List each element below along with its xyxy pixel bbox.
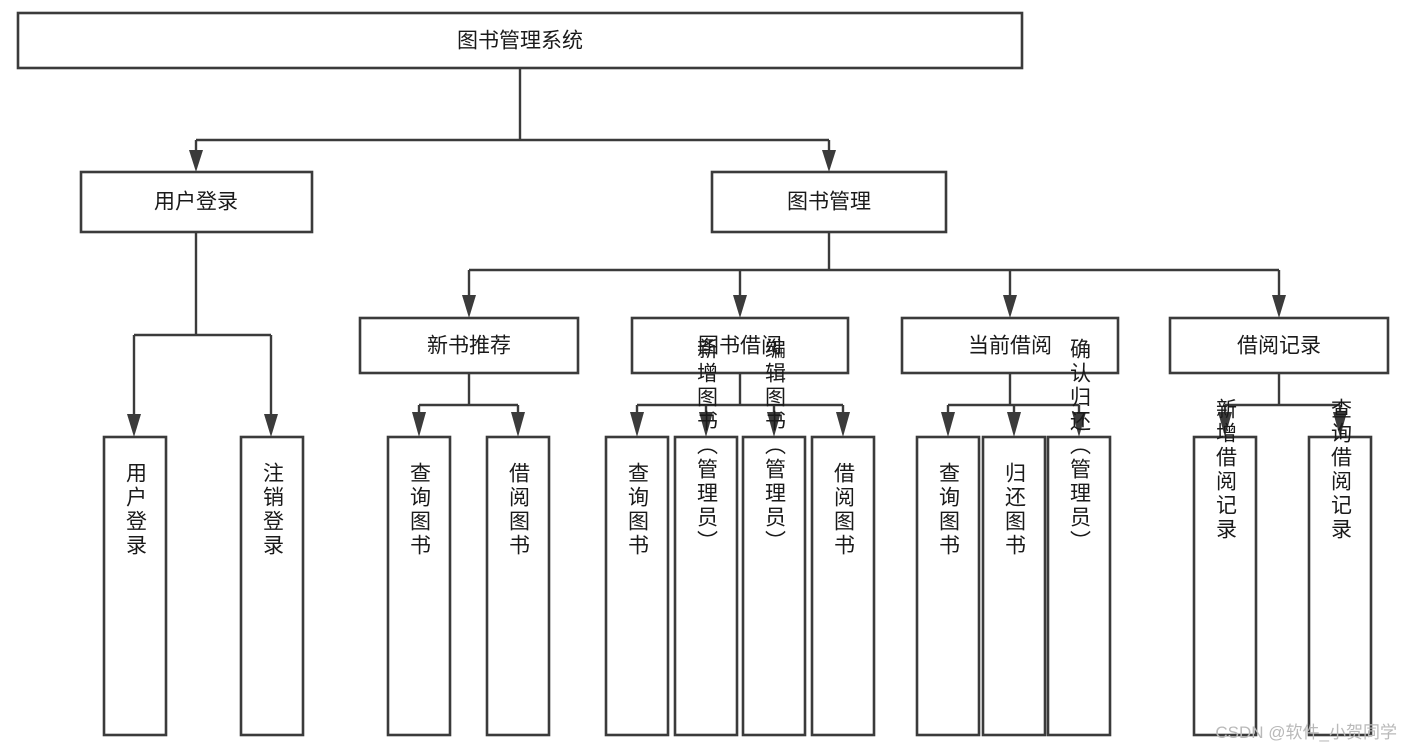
node-leaf-query-borrow-record-box[interactable] — [1307, 435, 1373, 737]
node-book-management-label: 图书管理 — [787, 191, 871, 214]
node-leaf-query-book-3-label: 查询图书 — [937, 462, 961, 558]
node-book-management-box[interactable] — [710, 170, 948, 234]
node-user-login-box[interactable] — [79, 170, 314, 234]
node-book-borrow-box[interactable] — [630, 316, 850, 375]
node-leaf-query-book-3[interactable]: 查询图书 — [915, 435, 981, 737]
node-leaf-add-borrow-record-box[interactable] — [1192, 435, 1258, 737]
node-root-box[interactable] — [16, 11, 1024, 70]
node-new-book-recommend-label: 新书推荐 — [427, 335, 511, 358]
node-leaf-logout-login-label: 注销登录 — [261, 462, 285, 558]
arrow-head-leaf-borrow-book-2 — [836, 412, 850, 437]
arrow-head-new-book-recommend — [462, 295, 476, 318]
node-new-book-recommend[interactable]: 新书推荐 — [358, 316, 580, 375]
arrow-head-leaf-confirm-return-admin — [1072, 412, 1086, 437]
connector-layer — [127, 68, 1347, 437]
node-leaf-add-book-admin-label: 新增图书（管理员） — [695, 338, 719, 554]
node-book-borrow-label: 图书借阅 — [698, 335, 782, 358]
csdn-watermark: CSDN @软件_小贺同学 — [1215, 723, 1397, 742]
node-leaf-return-book-box[interactable] — [981, 435, 1047, 737]
node-root-label: 图书管理系统 — [457, 30, 583, 53]
node-leaf-return-book-label: 归还图书 — [1003, 462, 1027, 558]
node-leaf-query-book-2-label: 查询图书 — [626, 462, 650, 558]
node-borrow-record[interactable]: 借阅记录 — [1168, 316, 1390, 375]
node-leaf-borrow-book-2-label: 借阅图书 — [832, 462, 856, 558]
arrow-head-book-management — [822, 150, 836, 172]
node-leaf-logout-login[interactable]: 注销登录 — [239, 435, 305, 737]
node-book-borrow[interactable]: 图书借阅 — [630, 316, 850, 375]
node-leaf-confirm-return-admin[interactable]: 确认归还（管理员） — [1046, 338, 1112, 737]
arrow-head-leaf-logout-login — [264, 414, 278, 437]
node-leaf-logout-login-box[interactable] — [239, 435, 305, 737]
arrow-head-leaf-query-book-1 — [412, 412, 426, 437]
node-leaf-edit-book-admin[interactable]: 编辑图书（管理员） — [741, 338, 807, 737]
node-leaf-add-borrow-record-label: 新增借阅记录 — [1214, 398, 1238, 542]
node-leaf-query-book-3-box[interactable] — [915, 435, 981, 737]
arrow-head-borrow-record — [1272, 295, 1286, 318]
node-leaf-add-book-admin-box[interactable] — [673, 435, 739, 737]
node-current-borrow[interactable]: 当前借阅 — [900, 316, 1120, 375]
arrow-head-leaf-borrow-book-1 — [511, 412, 525, 437]
node-leaf-borrow-book-1[interactable]: 借阅图书 — [485, 435, 551, 737]
arrow-head-leaf-query-borrow-record — [1333, 412, 1347, 437]
node-root[interactable]: 图书管理系统 — [16, 11, 1024, 70]
node-leaf-query-borrow-record[interactable]: 查询借阅记录 — [1307, 398, 1373, 737]
node-current-borrow-box[interactable] — [900, 316, 1120, 375]
node-leaf-query-book-1[interactable]: 查询图书 — [386, 435, 452, 737]
arrow-head-leaf-user-login — [127, 414, 141, 437]
arrow-head-leaf-return-book — [1007, 412, 1021, 437]
node-leaf-user-login[interactable]: 用户登录 — [102, 435, 168, 737]
node-leaf-user-login-label: 用户登录 — [124, 462, 148, 558]
arrow-head-leaf-edit-book-admin — [767, 412, 781, 437]
node-leaf-borrow-book-1-label: 借阅图书 — [507, 462, 531, 558]
node-leaf-borrow-book-2-box[interactable] — [810, 435, 876, 737]
node-leaf-borrow-book-1-box[interactable] — [485, 435, 551, 737]
node-leaf-add-book-admin[interactable]: 新增图书（管理员） — [673, 338, 739, 737]
node-leaf-confirm-return-admin-label: 确认归还（管理员） — [1068, 338, 1092, 554]
arrow-head-user-login — [189, 150, 203, 172]
arrow-head-book-borrow — [733, 295, 747, 318]
node-leaf-borrow-book-2[interactable]: 借阅图书 — [810, 435, 876, 737]
node-user-login-label: 用户登录 — [154, 191, 238, 214]
arrow-head-current-borrow — [1003, 295, 1017, 318]
node-user-login[interactable]: 用户登录 — [79, 170, 314, 234]
node-leaf-add-borrow-record[interactable]: 新增借阅记录 — [1192, 398, 1258, 737]
node-leaf-confirm-return-admin-box[interactable] — [1046, 435, 1112, 737]
arrow-head-leaf-add-borrow-record — [1218, 412, 1232, 437]
node-leaf-edit-book-admin-box[interactable] — [741, 435, 807, 737]
node-leaf-query-borrow-record-label: 查询借阅记录 — [1329, 398, 1353, 542]
node-leaf-return-book[interactable]: 归还图书 — [981, 435, 1047, 737]
node-leaf-query-book-1-box[interactable] — [386, 435, 452, 737]
node-current-borrow-label: 当前借阅 — [968, 335, 1052, 358]
arrow-head-leaf-query-book-2 — [630, 412, 644, 437]
node-leaf-query-book-2[interactable]: 查询图书 — [604, 435, 670, 737]
arrow-head-leaf-add-book-admin — [699, 412, 713, 437]
node-borrow-record-box[interactable] — [1168, 316, 1390, 375]
node-leaf-edit-book-admin-label: 编辑图书（管理员） — [763, 338, 787, 554]
node-new-book-recommend-box[interactable] — [358, 316, 580, 375]
node-borrow-record-label: 借阅记录 — [1237, 335, 1321, 358]
node-leaf-user-login-box[interactable] — [102, 435, 168, 737]
node-book-management[interactable]: 图书管理 — [710, 170, 948, 234]
node-leaf-query-book-2-box[interactable] — [604, 435, 670, 737]
arrow-head-leaf-query-book-3 — [941, 412, 955, 437]
node-leaf-query-book-1-label: 查询图书 — [408, 462, 432, 558]
